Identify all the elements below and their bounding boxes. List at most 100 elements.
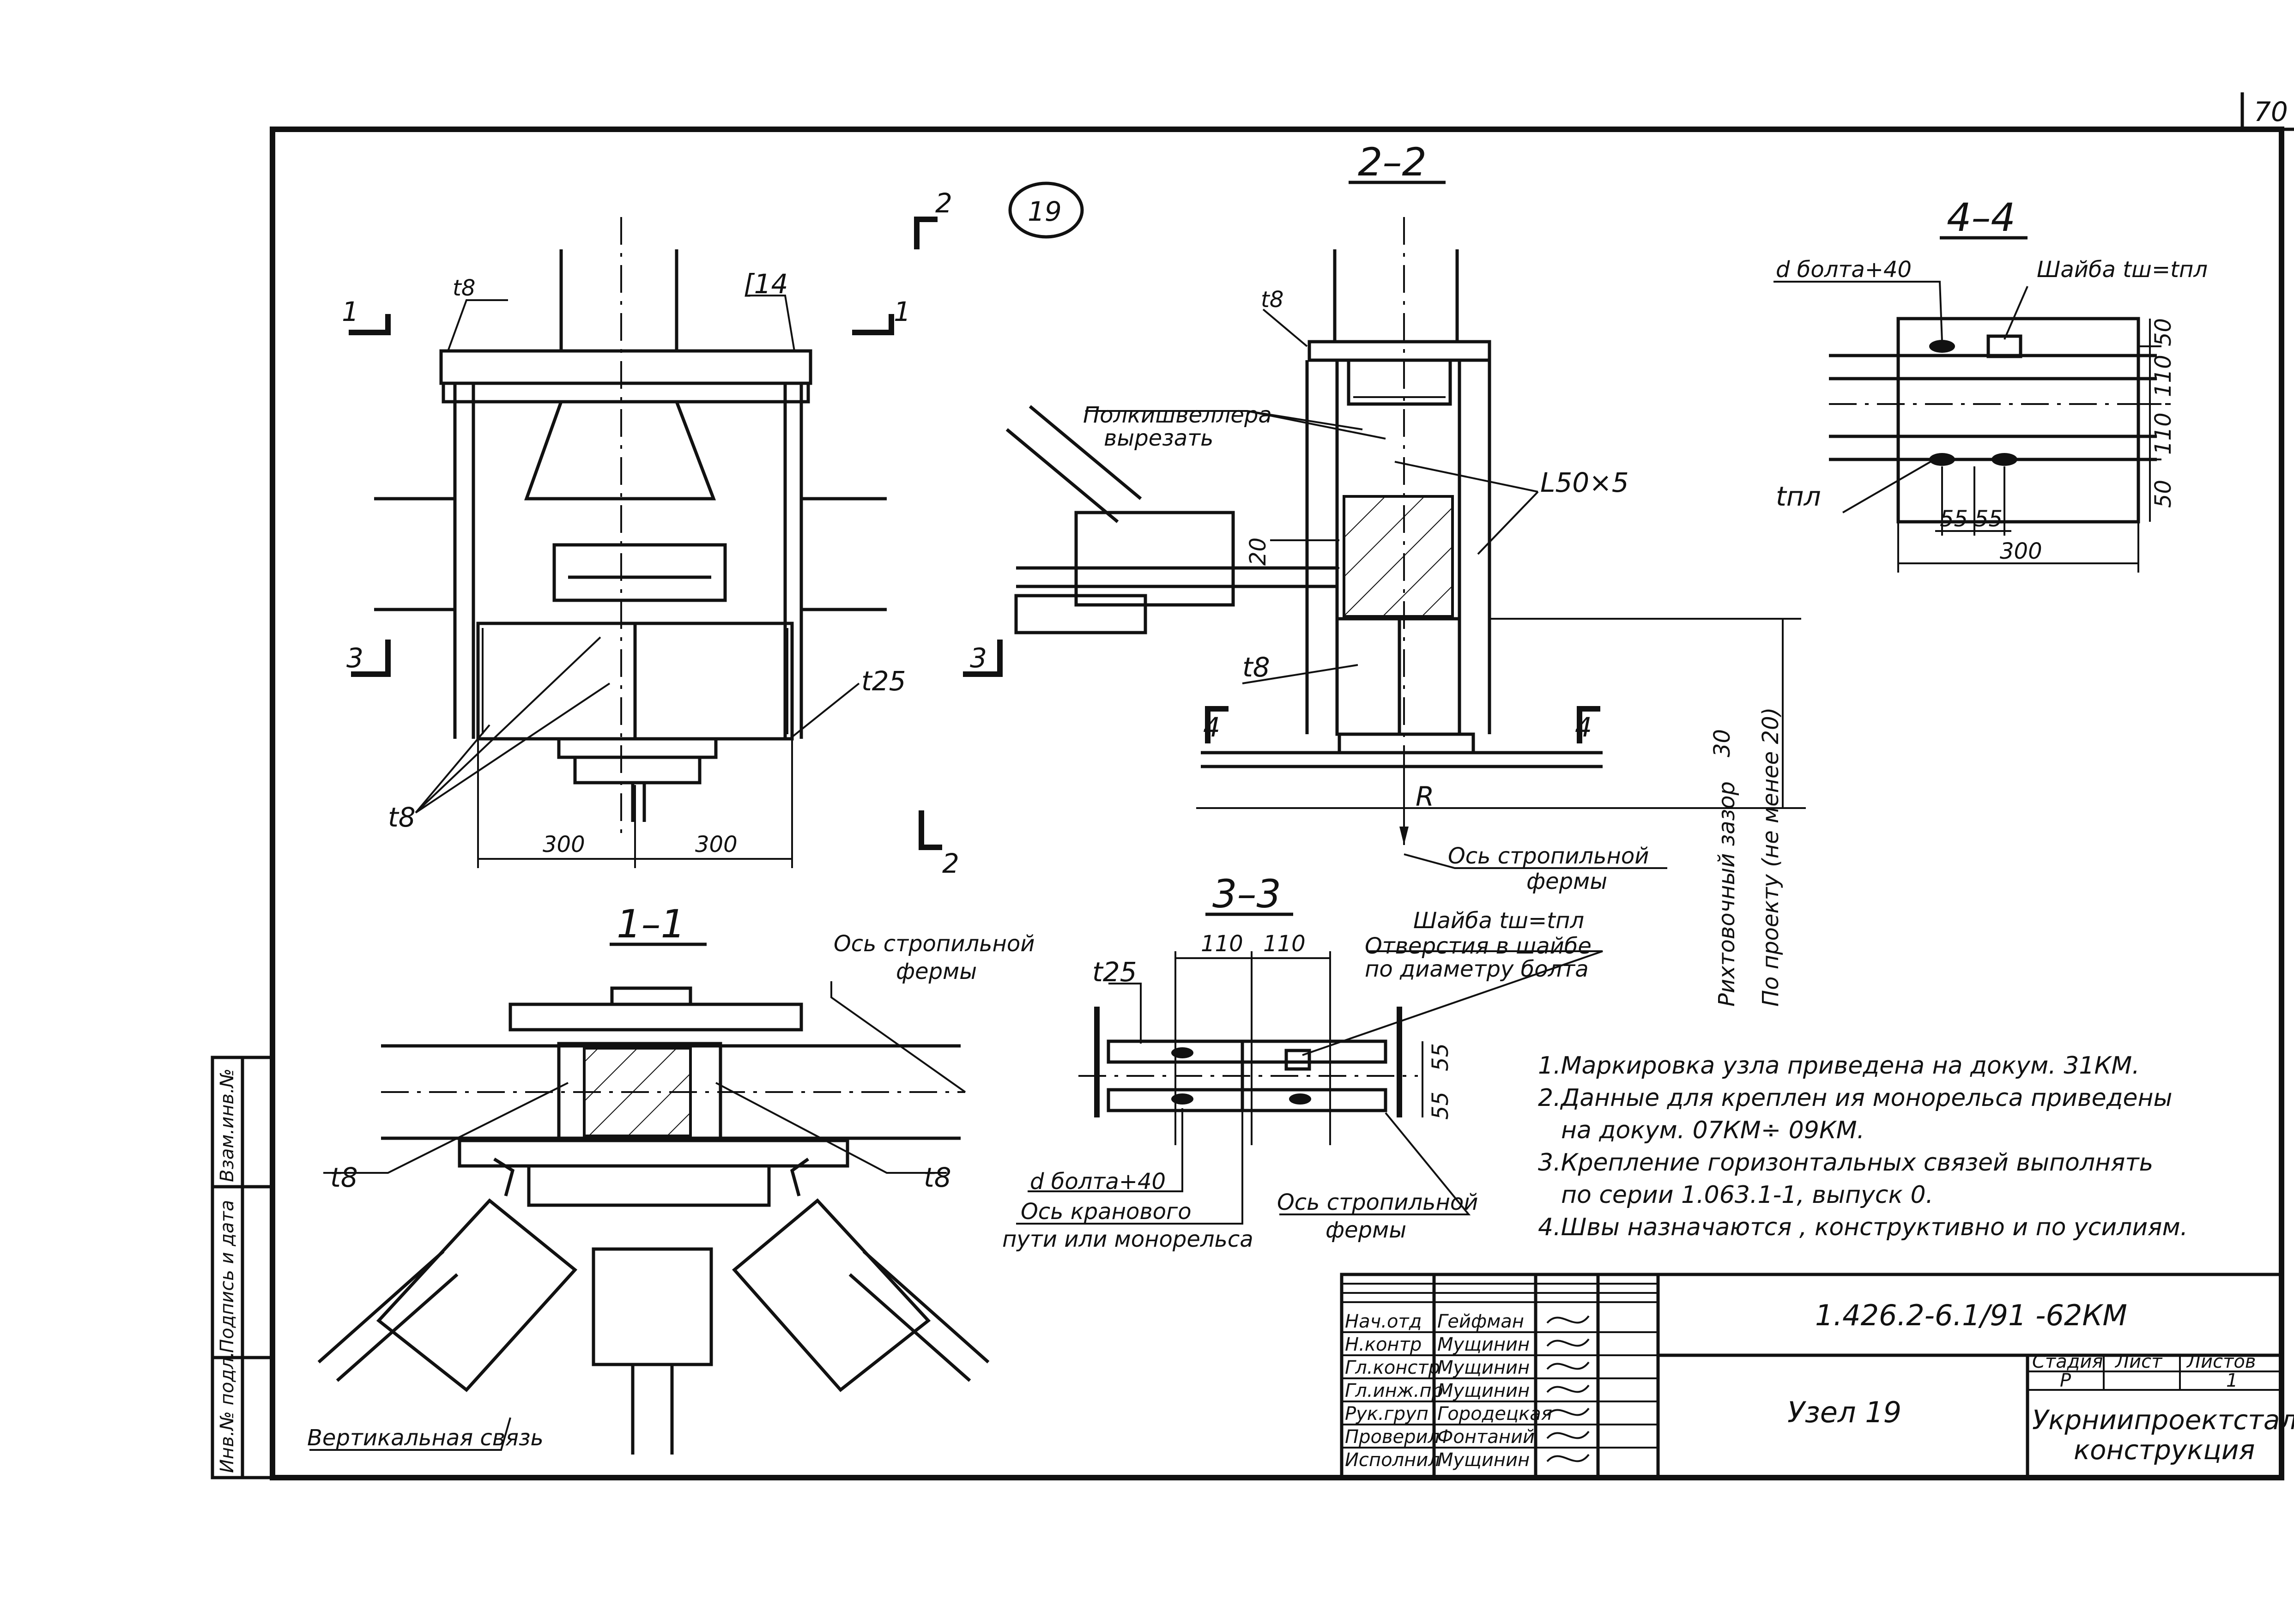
- section-3-3-title: 3–3: [1212, 871, 1281, 917]
- side-inv-vzam: Взам.инв.№: [217, 1069, 238, 1182]
- notes: 1.Маркировка узла приведена на докум. 31…: [1538, 1052, 2188, 1241]
- note-4: 4.Швы назначаются , конструктивно и по у…: [1538, 1213, 2188, 1241]
- s22-truss-axis-l1: Ось стропильной: [1448, 843, 1649, 869]
- s33-d-note: d болта+40: [1030, 1169, 1166, 1195]
- s33-truss-axis-l2: фермы: [1326, 1217, 1406, 1243]
- tb-role-7: Исполнил: [1345, 1449, 1440, 1471]
- tb-role-1: Нач.отд: [1345, 1311, 1422, 1332]
- elev-c14: [14: [744, 268, 788, 300]
- node-circle-label: 19: [1028, 196, 1062, 227]
- tb-org-l2: конструкция: [2074, 1434, 2255, 1466]
- s22-dim30: 30: [1709, 729, 1735, 757]
- side-inv-podl: Инв.№ подл.: [217, 1352, 238, 1473]
- tb-sheets-value: 1: [2226, 1370, 2238, 1391]
- s22-angle: L50×5: [1540, 467, 1629, 498]
- note-3: 3.Крепление горизонтальных связей выполн…: [1538, 1149, 2153, 1177]
- elev-cut3-right: 3: [970, 642, 987, 674]
- elev-cut2-bottom: 2: [942, 848, 959, 879]
- tb-name-1: Гейфман: [1437, 1311, 1524, 1332]
- elev-dim-left: 300: [543, 832, 585, 857]
- s33-holes-l2: по диаметру болта: [1365, 956, 1589, 982]
- section-4-4-title: 4–4: [1947, 195, 2016, 240]
- note-3-cont: по серии 1.063.1-1, выпуск 0.: [1561, 1181, 1933, 1209]
- elev-t25: t25: [861, 665, 906, 697]
- s22-truss-axis-l2: фермы: [1526, 869, 1607, 894]
- tb-name-4: Мущинин: [1437, 1380, 1530, 1401]
- s33-truss-axis-l1: Ось стропильной: [1277, 1189, 1478, 1215]
- tb-name-5: Городецкая: [1437, 1403, 1552, 1425]
- s22-t8-top: t8: [1261, 287, 1283, 313]
- elev-cut1-left: 1: [342, 296, 359, 327]
- tb-title: Узел 19: [1787, 1395, 1901, 1429]
- s33-crane-axis-l2: пути или монорельса: [1002, 1226, 1253, 1252]
- tb-role-5: Рук.груп: [1345, 1403, 1428, 1425]
- s22-gap-note: Рихтовочный зазор: [1714, 781, 1740, 1007]
- s22-r-label: R: [1416, 781, 1434, 812]
- s44-d-note: d болта+40: [1776, 257, 1912, 283]
- s22-flange-note-l1: Полкишвеллера: [1083, 402, 1272, 428]
- s11-vertical-brace: Вертикальная связь: [307, 1425, 544, 1451]
- s22-t8: t8: [1242, 652, 1270, 683]
- s44-dim55-a: 55: [1940, 506, 1968, 532]
- page-number: 70: [2254, 96, 2288, 127]
- section-1-1-title: 1–1: [617, 901, 685, 947]
- tb-name-3: Мущинин: [1437, 1357, 1530, 1378]
- tb-org-l1: Укрниипроектсталь-: [2032, 1404, 2294, 1436]
- side-stamp: [211, 1056, 274, 1479]
- tb-role-6: Проверил: [1345, 1426, 1440, 1448]
- s33-dim55-a: 55: [1428, 1043, 1453, 1071]
- section-2-2-title: 2–2: [1358, 139, 1427, 185]
- section-1-1: [309, 942, 990, 1455]
- s44-dim110-b: 110: [2150, 412, 2176, 455]
- tb-name-6: Фонтаний: [1437, 1426, 1535, 1448]
- note-1: 1.Маркировка узла приведена на докум. 31…: [1538, 1052, 2140, 1080]
- s22-dim20: 20: [1245, 537, 1271, 566]
- side-sign-date: Подпись и дата: [217, 1200, 238, 1353]
- s44-dim300: 300: [2000, 538, 2042, 564]
- elev-t8-low: t8: [388, 802, 416, 833]
- note-2: 2.Данные для креплен ия монорельса приве…: [1538, 1084, 2173, 1112]
- s33-dim110-a: 110: [1201, 931, 1243, 957]
- s22-cut4-left: 4: [1203, 712, 1220, 743]
- elev-cut1-right: 1: [894, 296, 911, 327]
- title-block: [1340, 1273, 2283, 1479]
- tb-stage-label: Стадия: [2032, 1351, 2103, 1372]
- note-2-cont: на докум. 07КМ÷ 09КМ.: [1561, 1117, 1864, 1144]
- tb-name-2: Мущинин: [1437, 1334, 1530, 1355]
- tb-code: 1.426.2-6.1/91 -62КМ: [1815, 1298, 2127, 1332]
- s44-washer-note: Шайба tш=tпл: [2037, 257, 2208, 283]
- s33-holes-l1: Отверстия в шайбе: [1365, 933, 1592, 959]
- tb-stage-value: Р: [2060, 1370, 2071, 1391]
- tb-role-4: Гл.инж.пр: [1345, 1380, 1443, 1401]
- s33-t25: t25: [1092, 956, 1137, 988]
- s11-truss-axis-l1: Ось стропильной: [834, 931, 1035, 957]
- tb-name-7: Мущинин: [1437, 1449, 1530, 1471]
- s22-gap-value: По проекту (не менее 20): [1758, 707, 1784, 1007]
- s11-truss-axis-l2: фермы: [896, 959, 977, 984]
- tb-sheet-label: Лист: [2114, 1351, 2163, 1372]
- node-elevation: [349, 181, 1084, 868]
- elev-cut2-top: 2: [935, 187, 952, 219]
- elev-t8-top: t8: [453, 275, 475, 301]
- s11-t8-left: t8: [330, 1162, 358, 1193]
- section-3-3: [1016, 912, 1603, 1225]
- s33-dim110-b: 110: [1263, 931, 1306, 957]
- elev-dim-right: 300: [695, 832, 738, 857]
- s33-crane-axis-l1: Ось кранового: [1021, 1199, 1192, 1225]
- s44-dim50-top: 50: [2150, 318, 2176, 346]
- s33-washer-note: Шайба tш=tпл: [1413, 908, 1584, 934]
- s22-flange-note-l2: вырезать: [1104, 425, 1213, 451]
- tb-sheets-label: Листов: [2186, 1351, 2256, 1372]
- section-4-4: [1773, 236, 2171, 573]
- s11-t8-right: t8: [924, 1162, 951, 1193]
- s44-dim55-b: 55: [1974, 506, 2003, 532]
- tb-role-2: Н.контр: [1345, 1334, 1422, 1355]
- elev-cut3-left: 3: [346, 642, 363, 674]
- s44-tpl: tпл: [1776, 481, 1821, 512]
- tb-role-3: Гл.констр: [1345, 1357, 1440, 1378]
- s44-dim110-a: 110: [2150, 355, 2176, 397]
- s33-dim55-b: 55: [1428, 1092, 1453, 1120]
- s22-cut4-right: 4: [1575, 712, 1592, 743]
- section-2-2: [1005, 181, 1806, 869]
